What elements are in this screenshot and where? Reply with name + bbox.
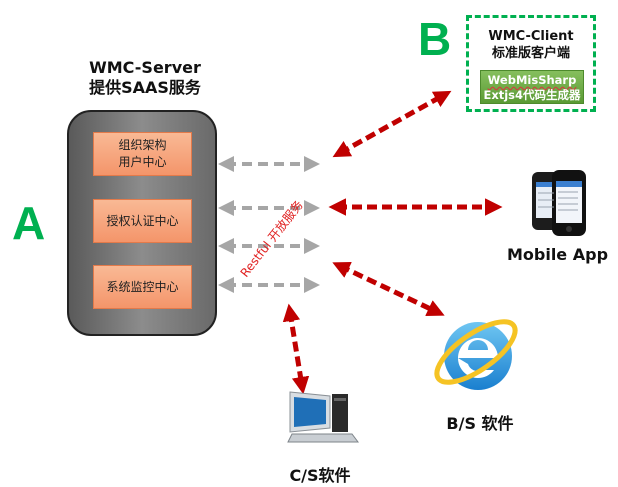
internet-explorer-icon: [434, 319, 518, 390]
server-title-line1: WMC-Server: [89, 58, 201, 77]
module-auth-center[interactable]: 授权认证中心: [93, 199, 192, 243]
client-title-line1: WMC-Client: [488, 29, 574, 44]
module-label: 组织架构: [118, 138, 167, 152]
module-label: 用户中心: [118, 155, 167, 169]
client-title-line2: 标准版客户端: [491, 46, 570, 61]
cs-software-label: C/S软件: [289, 466, 351, 485]
smartphones-icon: [532, 170, 586, 236]
red-arrow-bs: [332, 261, 445, 317]
mobile-app-label: Mobile App: [506, 245, 609, 264]
red-arrow-client: [332, 90, 452, 158]
section-label-a: A: [12, 197, 46, 249]
red-arrow-cs: [282, 303, 310, 395]
generator-description: Extjs4代码生成器: [483, 88, 581, 102]
module-monitor-center[interactable]: 系统监控中心: [93, 265, 192, 309]
client-title: WMC-Client 标准版客户端: [470, 28, 592, 62]
section-label-b: B: [418, 13, 452, 65]
module-label: 授权认证中心: [106, 213, 179, 228]
code-generator-box[interactable]: WebMisSharp Extjs4代码生成器: [480, 70, 584, 104]
desktop-computer-icon: [287, 391, 359, 443]
module-org-user-center[interactable]: 组织架构 用户中心: [93, 132, 192, 176]
generator-name: WebMisSharp: [487, 73, 577, 87]
server-title: WMC-Server 提供SAAS服务: [70, 58, 220, 98]
bs-software-label: B/S 软件: [446, 414, 514, 433]
module-label: 系统监控中心: [106, 279, 179, 294]
server-title-line2: 提供SAAS服务: [89, 78, 201, 97]
